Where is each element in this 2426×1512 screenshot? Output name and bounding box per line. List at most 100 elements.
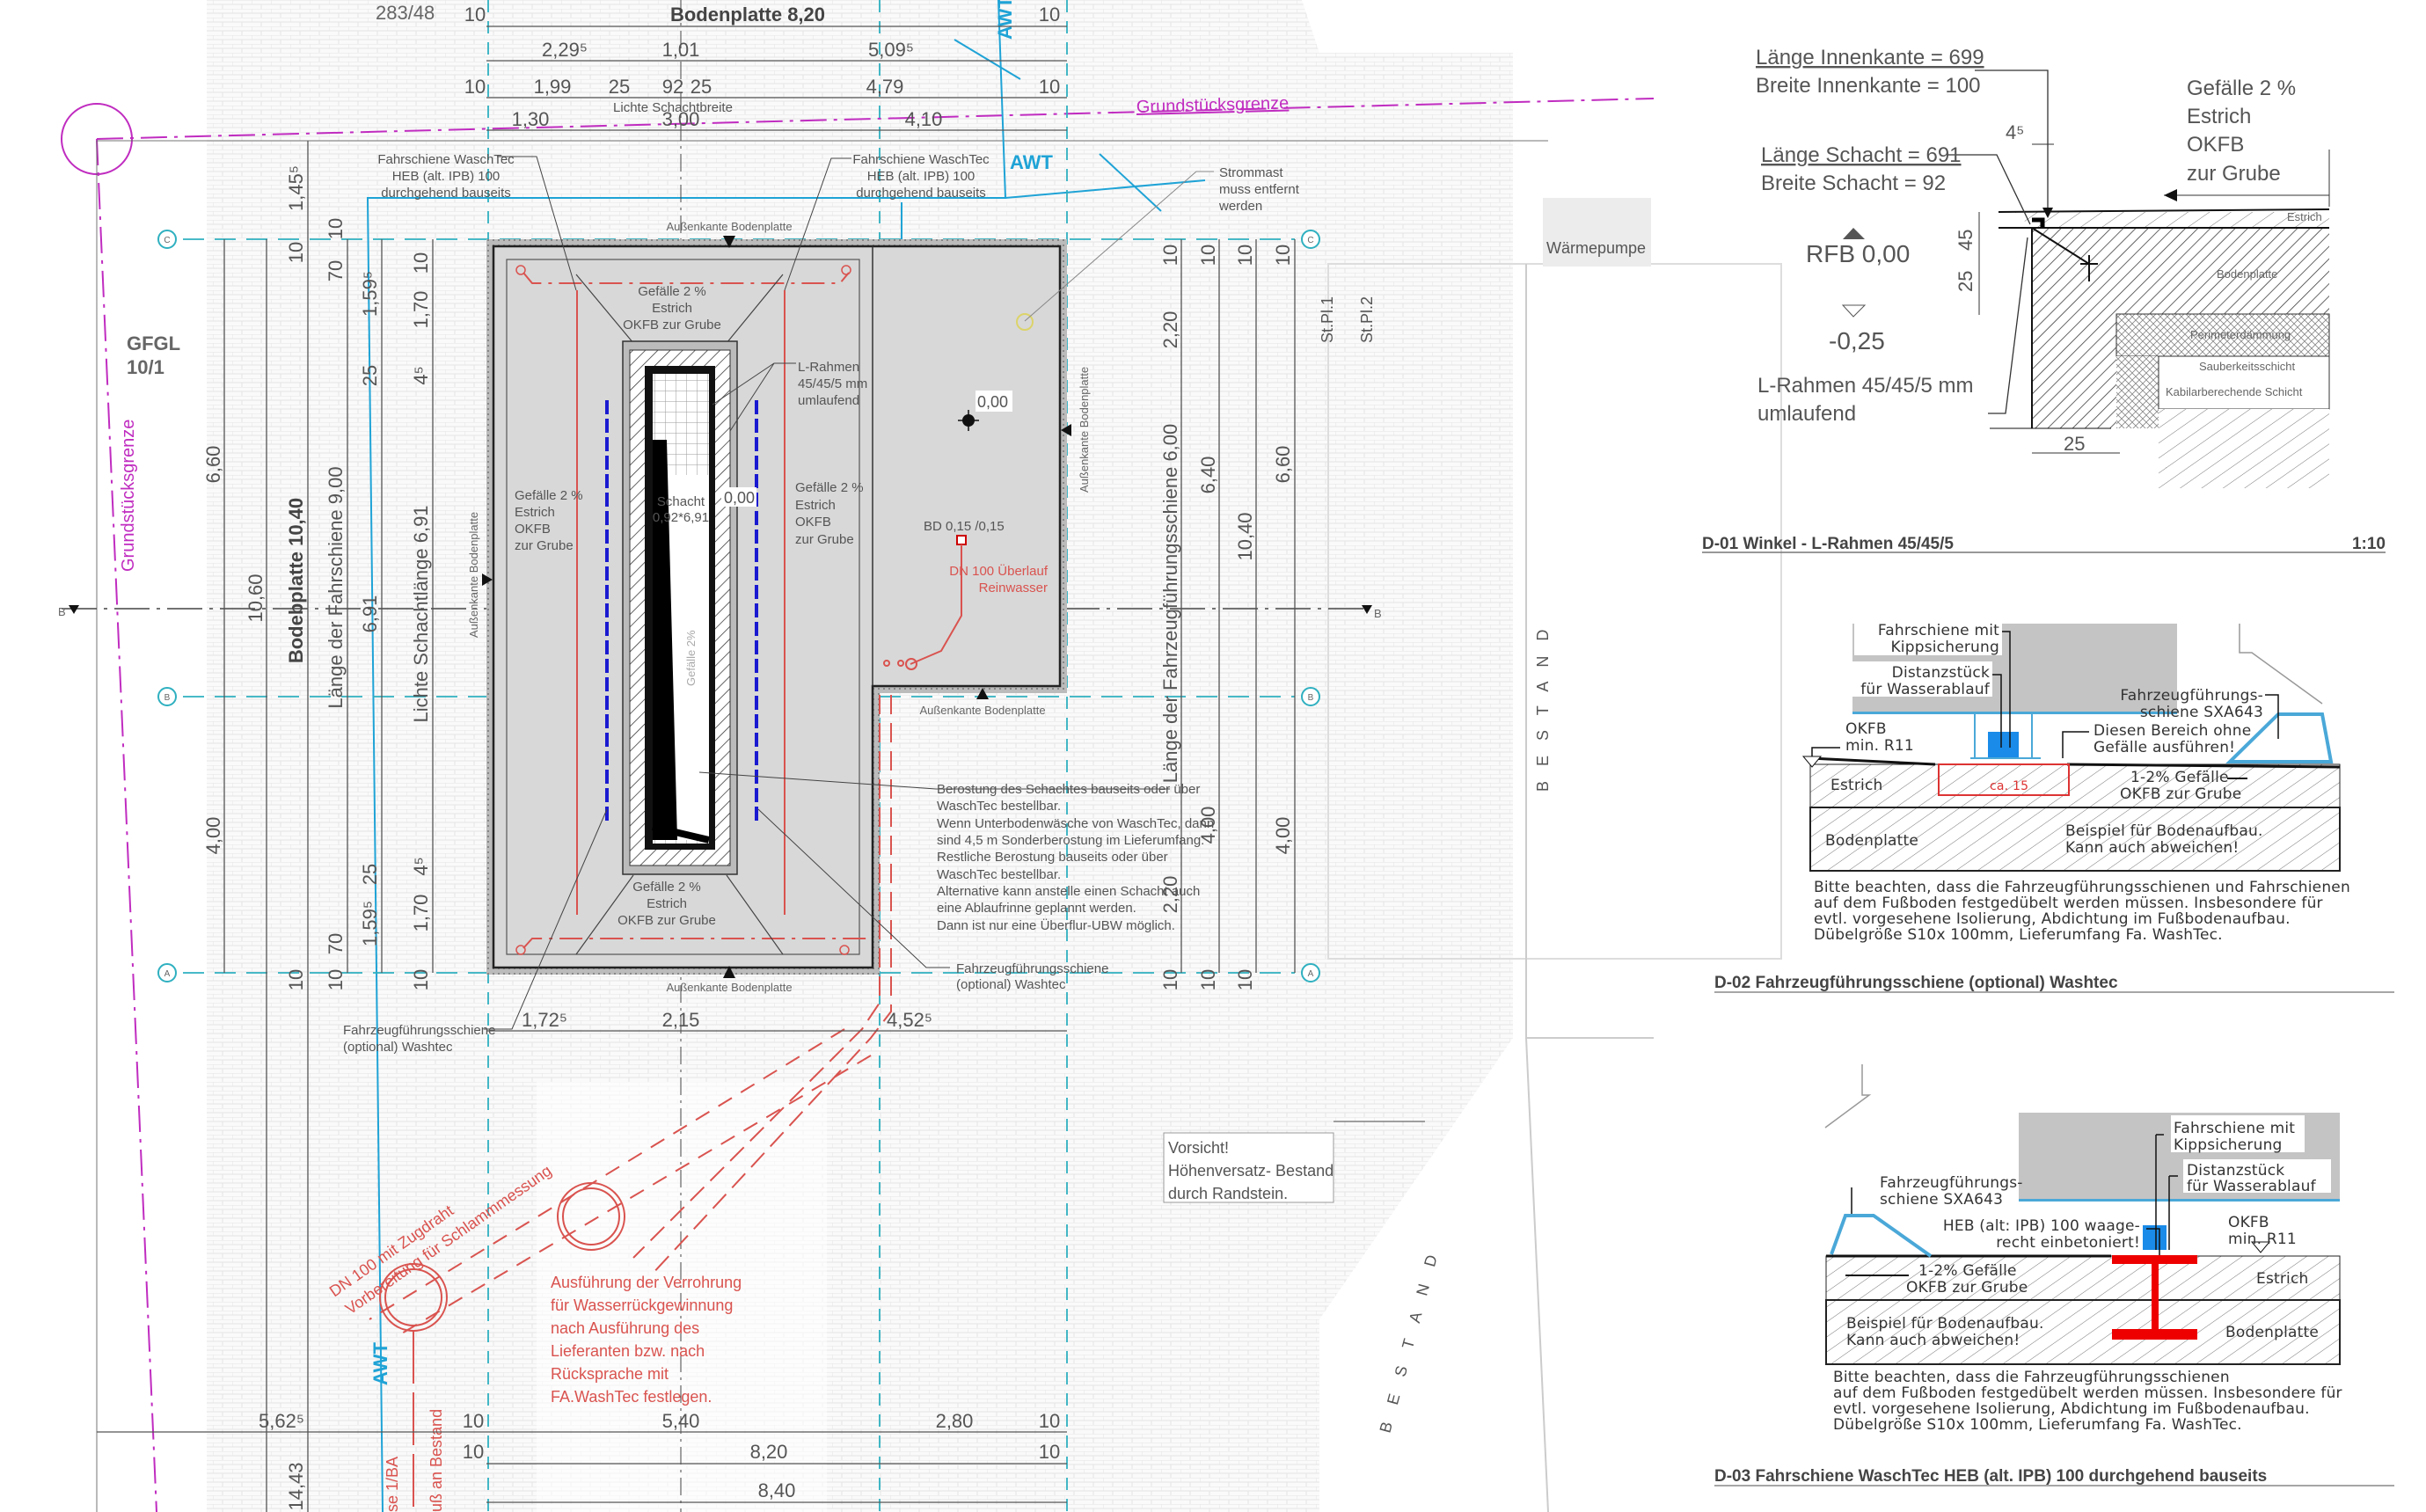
dimension-text: 10 (285, 969, 307, 990)
d01-rfb-level: RFB 0,00 (1806, 240, 1910, 267)
slope-text: OKFB zur Grube (623, 318, 721, 332)
d02-bodenplatte: Bodenplatte (1825, 832, 1918, 850)
guide-rail-note-left: Fahrzeugführungsschiene (optional) Washt… (343, 808, 608, 1055)
dimension-text: 14,43 (285, 1462, 307, 1510)
d02-okfb-r11: min. R11 (1845, 737, 1914, 755)
guide-rail-note-text: (optional) Washtec (956, 977, 1066, 992)
d01-scale: 1:10 (2352, 535, 2386, 553)
slope-text: Estrich (652, 301, 692, 316)
slab-edge-label-top: Außenkante Bodenplatte (666, 220, 792, 233)
dimension-text: 6,60 (202, 446, 224, 484)
dimension-text: Bodenplatte 8,20 (670, 4, 825, 26)
heat-pump-box (1543, 198, 1651, 267)
grating-note-text: Alternative kann anstelle einen Schacht … (937, 884, 1200, 899)
axis-label: C (164, 236, 170, 245)
d03-estrich: Estrich (2256, 1270, 2309, 1288)
slab-edge-label-left: Außenkante Bodenplatte (467, 512, 480, 638)
shaft-slope-label: Gefälle 2% (684, 630, 698, 686)
dimension-text: Länge der Fahrzeugführungsschiene 6,00 (1159, 424, 1181, 784)
awt-label-bottom: AWT (369, 1342, 391, 1385)
slope-text: OKFB zur Grube (617, 913, 716, 928)
grating-note-text: eine Ablaufrinne geplannt werden. (937, 901, 1136, 916)
l-frame-text: L-Rahmen (798, 360, 859, 375)
d01-slope-okfb: OKFB (2187, 133, 2244, 157)
awt-label: AWT (1010, 151, 1053, 173)
slope-note-bottom: Gefälle 2 % Estrich OKFB zur Grube (617, 880, 716, 928)
dimension-text: 8,20 (750, 1441, 788, 1463)
dimension-text: 92 (662, 76, 683, 98)
pipe-note-text: Lieferanten bzw. nach (551, 1342, 705, 1360)
rail-note-text: HEB (alt. IPB) 100 (392, 169, 501, 184)
axis-a-right: A (1301, 963, 1320, 982)
dimension-text: Lichte Schachtlänge 6,91 (410, 505, 432, 722)
cut-label-1: se 1/BA (384, 1457, 401, 1512)
dimension-text: 3,00 (662, 108, 700, 130)
dimension-text: 10,60 (245, 573, 267, 622)
d02-slope: 1-2% Gefälle (2130, 769, 2229, 786)
rail-note-right: Fahrschiene WaschTec HEB (alt. IPB) 100 … (784, 152, 990, 291)
grid-axis-markers: C B A C B A (157, 230, 1320, 982)
d02-example-2: Kann auch abweichen! (2065, 839, 2239, 857)
dimension-text: 10 (1039, 1410, 1060, 1432)
dimension-text: 1,99 (534, 76, 572, 98)
drain-label: BD 0,15 /0,15 (924, 519, 1005, 534)
level-marker: 0,00 (958, 313, 1034, 431)
axis-label: B (1308, 693, 1314, 703)
property-boundary-label-left: Grundstücksgrenze (119, 420, 138, 572)
caution-text: Höhenversatz- Bestand (1168, 1162, 1334, 1180)
dimension-text: 2,15 (662, 1009, 700, 1031)
axis-label: A (164, 969, 171, 979)
slope-text: zur Grube (795, 532, 854, 547)
axis-label: B (164, 693, 171, 703)
pipe-note-verrohrung: Ausführung der Verrohrung für Wasserrück… (551, 1274, 742, 1406)
dimension-text: 4,00 (1197, 807, 1219, 844)
d02-no-slope: Diesen Bereich ohne (2094, 722, 2251, 740)
dimension-text: 1,59⁵ (359, 271, 381, 317)
parking-space-1-label: St.Pl.1 (1319, 296, 1336, 343)
d01-inner-width: Breite Innenkante = 100 (1756, 74, 1981, 98)
d01-shaft-length: Länge Schacht = 691 (1761, 143, 1962, 167)
slab-edge-label-notch: Außenkante Bodenplatte (919, 704, 1045, 717)
dimension-text: 1,30 (512, 108, 550, 130)
dimension-text: 1,45⁵ (285, 165, 307, 211)
dimension-text: 2,20 (1159, 876, 1181, 914)
d02-guide-rail: Fahrzeugführungs- (2120, 687, 2263, 705)
dimension-text: 10,40 (1234, 512, 1256, 560)
d03-rail-label-2: Kippsicherung (2174, 1136, 2283, 1154)
shaft-size: 0,92*6,91 (653, 510, 709, 525)
property-boundary (61, 98, 1655, 1512)
pole-note-text: muss entfernt (1219, 182, 1300, 197)
axis-a-left: A (157, 963, 177, 982)
axis-label: C (1307, 236, 1313, 245)
axis-c-left: C (157, 230, 177, 249)
dimension-text: 10 (1197, 245, 1219, 266)
d02-note: auf dem Fußboden festgedübelt werden müs… (1814, 895, 2323, 912)
d03-example: Beispiel für Bodenaufbau. (1846, 1315, 2044, 1333)
d01-layer-bodenplatte: Bodenplatte (2217, 267, 2277, 281)
d01-inner-length: Länge Innenkante = 699 (1756, 46, 1984, 69)
dimension-text: 10 (1197, 969, 1219, 990)
l-frame-text: umlaufend (798, 393, 859, 408)
d02-okfb: OKFB (1845, 720, 1887, 738)
d03-guide-rail-2: schiene SXA643 (1880, 1191, 2003, 1209)
axis-c-right: C (1301, 230, 1320, 249)
d03-heb: HEB (alt: IPB) 100 waage- (1943, 1217, 2140, 1235)
dimension-text: 4⁵ (410, 857, 432, 875)
guide-rail-note-right: Fahrzeugführungsschiene (optional) Washt… (757, 808, 1108, 992)
d01-layer-kapillar: Kabilarberechende Schicht (2166, 385, 2303, 398)
dimension-text: 10 (1159, 245, 1181, 266)
dimension-text: 4⁵ (410, 366, 432, 384)
slope-text: OKFB (795, 515, 831, 530)
d01-slope-estrich: Estrich (2187, 105, 2251, 128)
pipe-note-text: Rücksprache mit (551, 1365, 669, 1383)
dimension-text: 10 (464, 76, 486, 98)
rail-note-left: Fahrschiene WaschTec HEB (alt. IPB) 100 … (377, 152, 577, 291)
parking-space-2-label: St.Pl.2 (1358, 296, 1376, 343)
rail-note-text: durchgehend bauseits (856, 186, 986, 201)
slope-note-left: Gefälle 2 % Estrich OKFB zur Grube (515, 488, 583, 553)
section-marker-right: B (1374, 607, 1382, 620)
cut-label-2: uß an Bestand (427, 1409, 445, 1512)
awt-label-top: AWT (994, 0, 1016, 40)
slope-text: Estrich (795, 498, 836, 513)
